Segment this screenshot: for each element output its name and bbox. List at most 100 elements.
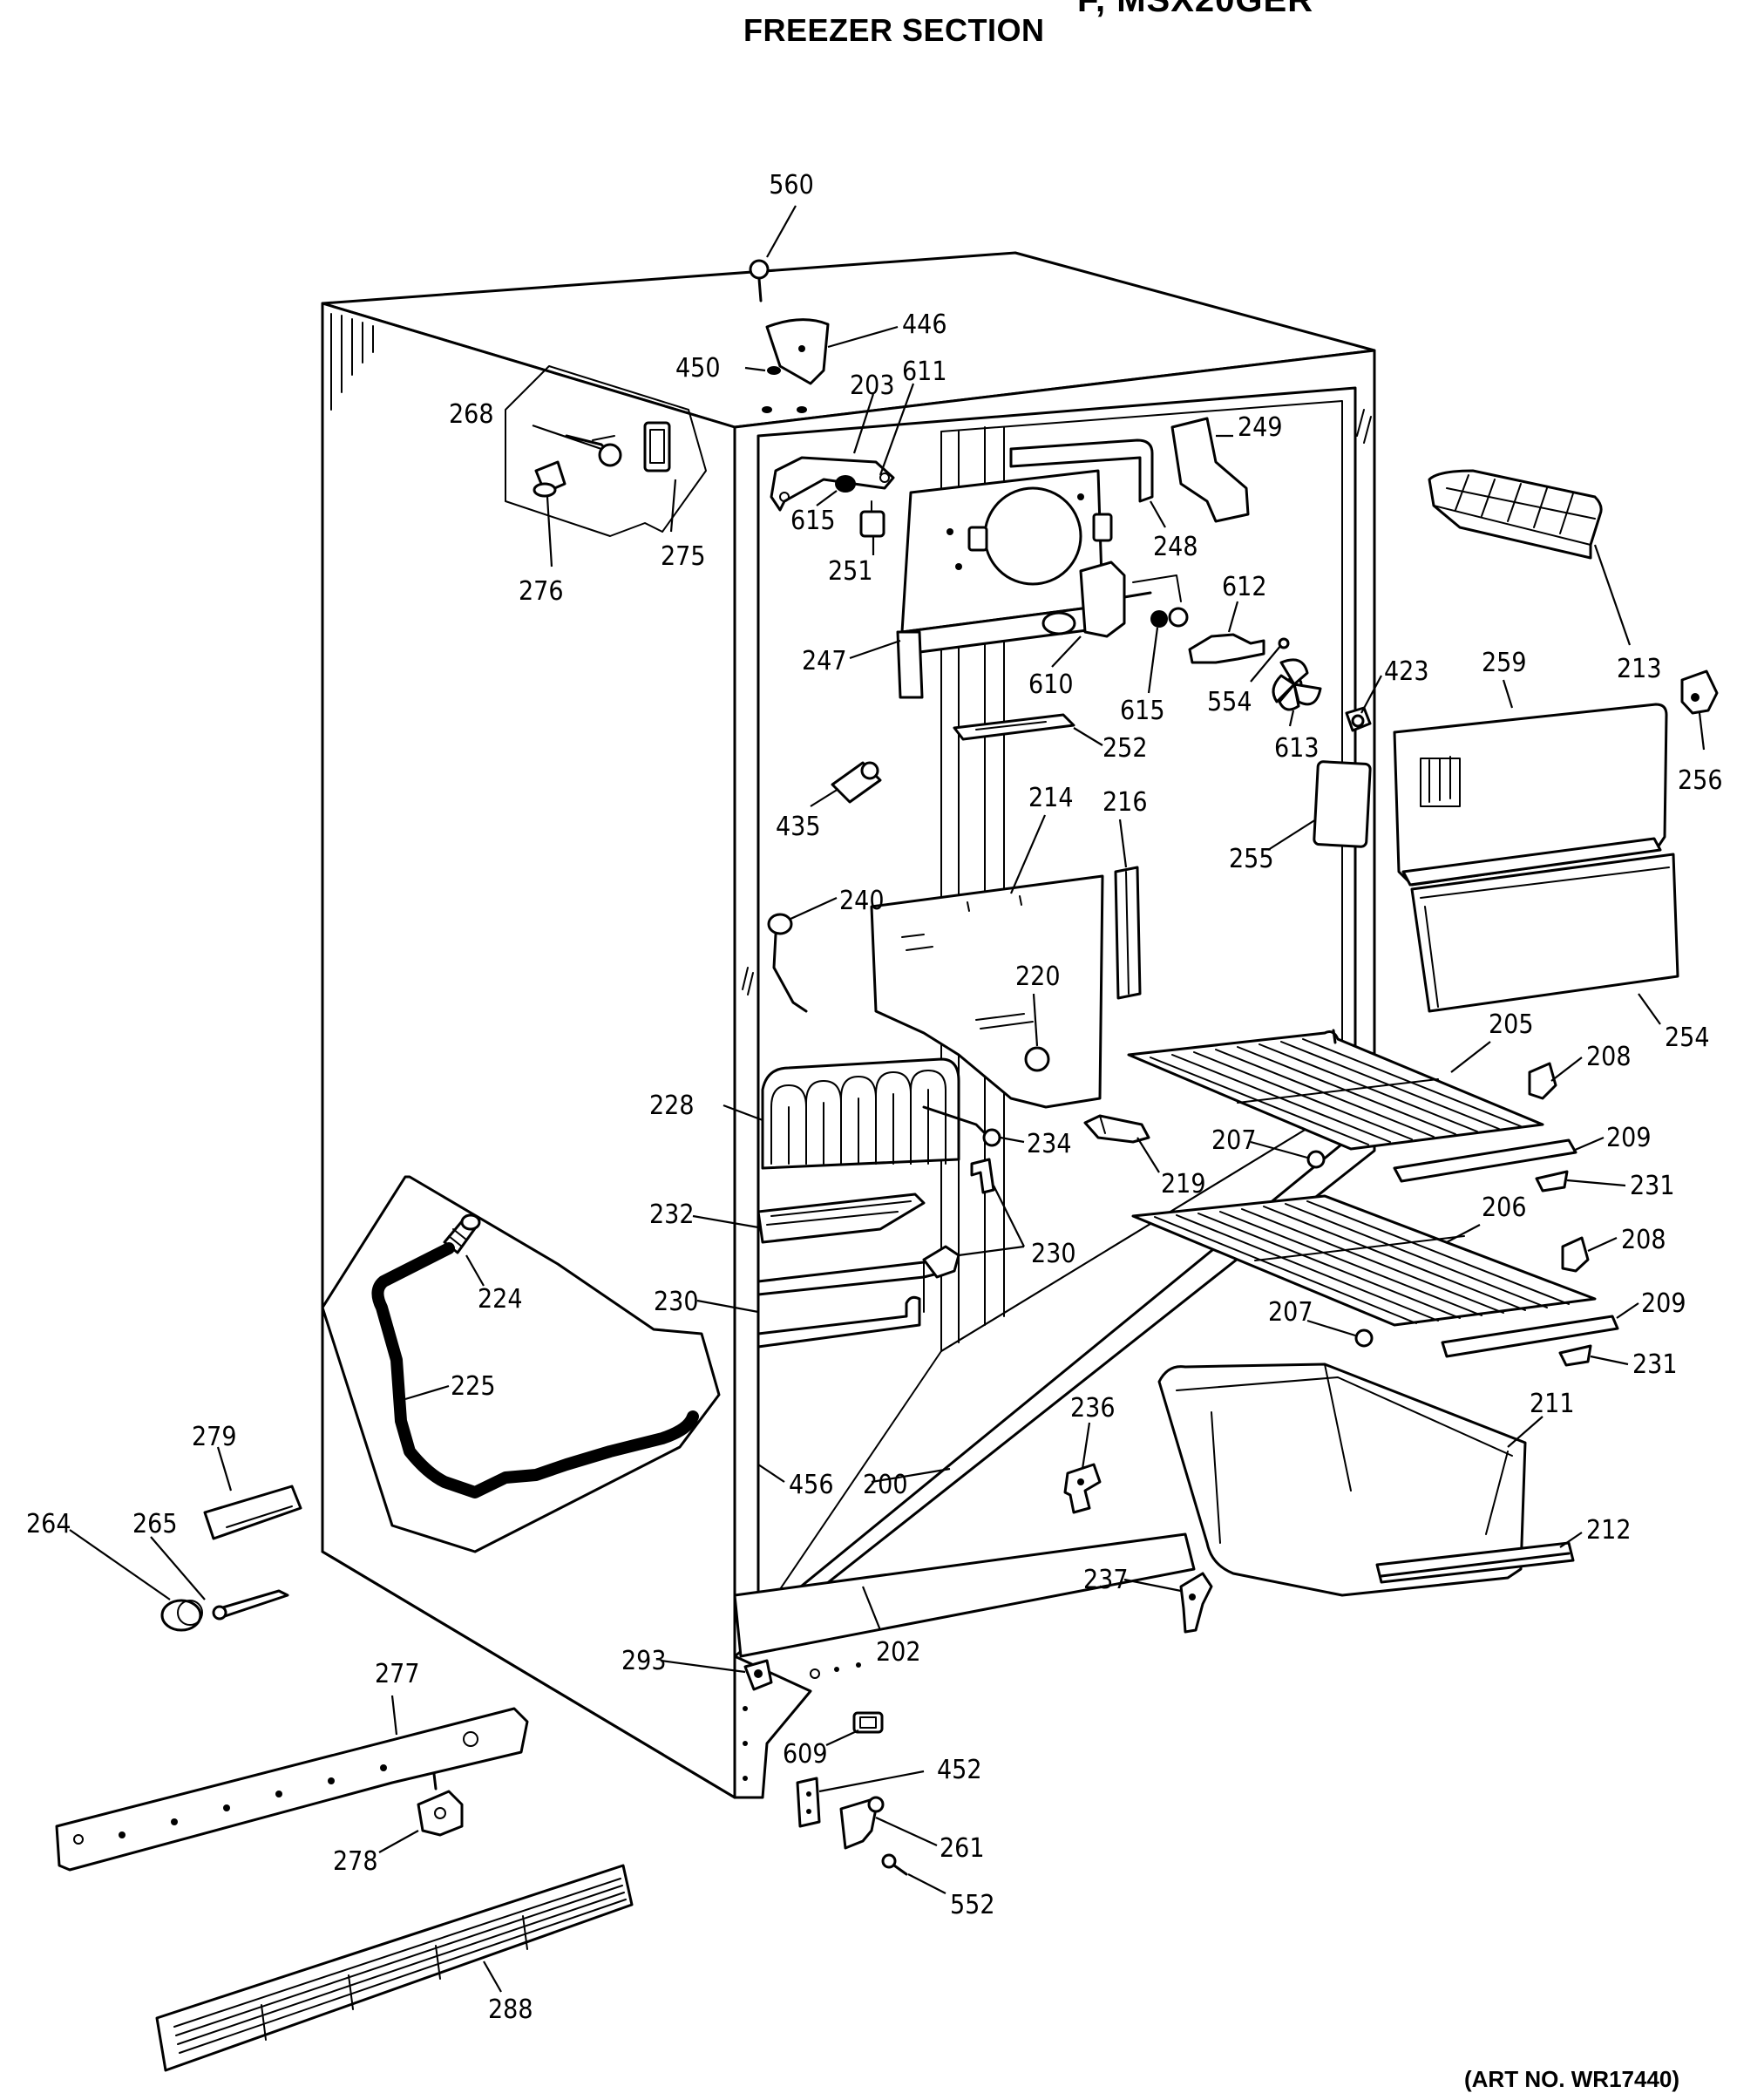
callout-452: 452 <box>937 1755 982 1785</box>
part-450-pin <box>767 366 781 375</box>
callout-231-upper: 231 <box>1630 1171 1675 1201</box>
callout-207-lower: 207 <box>1268 1297 1313 1328</box>
part-615-grommet-top <box>835 475 856 493</box>
part-237-hinge <box>1179 1572 1213 1634</box>
part-230-heater <box>756 1245 960 1349</box>
callout-611: 611 <box>902 357 947 387</box>
part-610-fan-motor <box>1079 561 1182 638</box>
callout-450: 450 <box>675 353 721 384</box>
part-615-grommet <box>1150 610 1168 628</box>
part-279-rail <box>203 1485 302 1540</box>
part-256-light-switch <box>1680 669 1719 715</box>
part-560-screw <box>749 259 770 302</box>
callout-228: 228 <box>649 1091 695 1121</box>
part-207-support-lower <box>1354 1329 1374 1348</box>
callout-552: 552 <box>950 1890 995 1920</box>
callout-612: 612 <box>1222 572 1267 602</box>
callout-610: 610 <box>1028 669 1074 700</box>
part-264-roller <box>160 1599 203 1632</box>
callout-230-lower: 230 <box>654 1287 699 1317</box>
callout-268: 268 <box>449 399 494 430</box>
callout-236: 236 <box>1070 1393 1116 1424</box>
callout-213: 213 <box>1617 654 1662 684</box>
breaker-strip <box>733 1532 1196 1658</box>
callout-278: 278 <box>333 1846 378 1877</box>
part-211-basket <box>1157 1362 1527 1597</box>
part-213-ice-tray <box>1428 469 1603 560</box>
callout-259: 259 <box>1482 648 1527 678</box>
callout-288: 288 <box>488 1994 533 2025</box>
part-278-leveler <box>417 1772 464 1837</box>
part-435-fitting <box>831 761 882 804</box>
part-261-hinge <box>839 1796 885 1850</box>
evaporator-assembly <box>756 1057 1001 1349</box>
callout-264: 264 <box>26 1509 71 1539</box>
model-header: F, MSX20GER <box>1077 0 1314 19</box>
callout-255: 255 <box>1229 844 1274 874</box>
callout-211: 211 <box>1530 1389 1575 1419</box>
callout-209-lower: 209 <box>1641 1288 1686 1319</box>
callout-234: 234 <box>1027 1129 1072 1159</box>
part-208-clip-upper <box>1528 1062 1557 1100</box>
part-613-fan-blade <box>1272 658 1322 711</box>
part-240-thermistor <box>767 913 808 1013</box>
top-parts <box>505 259 830 537</box>
callout-249: 249 <box>1238 412 1283 443</box>
callout-207-upper: 207 <box>1211 1125 1257 1156</box>
section-title: FREEZER SECTION <box>743 12 1045 48</box>
callout-613: 613 <box>1274 733 1320 764</box>
part-288-grille <box>155 1864 634 2072</box>
callout-219: 219 <box>1161 1169 1206 1199</box>
part-219-damper <box>1083 1114 1150 1144</box>
part-207-support-upper <box>1306 1150 1326 1169</box>
control-housing-outline <box>505 365 707 537</box>
part-275-switch <box>643 421 671 472</box>
callout-293: 293 <box>621 1646 667 1676</box>
callout-554: 554 <box>1207 687 1252 717</box>
callout-252: 252 <box>1102 733 1148 764</box>
front-lower-corner <box>733 1655 812 1799</box>
side-hatching <box>330 313 374 411</box>
part-209-trim-upper <box>1393 1138 1577 1183</box>
callout-251: 251 <box>828 556 873 587</box>
part-228-evaporator-coil <box>761 1057 960 1170</box>
callout-560: 560 <box>769 170 814 200</box>
part-232-drain-heater <box>756 1193 926 1244</box>
callout-237: 237 <box>1083 1565 1129 1595</box>
part-423-light-socket <box>1345 706 1372 732</box>
part-446-hinge <box>765 318 830 385</box>
part-293-roller <box>743 1659 773 1691</box>
callout-220: 220 <box>1015 962 1061 992</box>
callout-214: 214 <box>1028 783 1074 813</box>
back-wall-parts <box>767 417 1372 1109</box>
part-252-trough <box>953 713 1075 741</box>
part-255-lens <box>1313 760 1372 848</box>
part-234-defrost-sensor <box>922 1105 1001 1147</box>
callout-254: 254 <box>1665 1023 1710 1053</box>
leader-lines <box>69 205 1706 1993</box>
callout-276: 276 <box>519 576 564 607</box>
part-612-bracket <box>1188 633 1265 664</box>
part-268-thermostat <box>565 434 622 467</box>
part-212-handle <box>1375 1541 1575 1584</box>
callout-209-upper: 209 <box>1606 1123 1652 1153</box>
callout-435: 435 <box>776 812 821 842</box>
shelf-206 <box>1131 1194 1597 1327</box>
callout-456: 456 <box>789 1470 834 1500</box>
title-area: F, MSX20GER FREEZER SECTION <box>0 0 1764 61</box>
callout-labels: 560 446 450 203 611 268 249 275 615 276 … <box>26 170 1723 2025</box>
callout-279: 279 <box>192 1422 237 1452</box>
shelf-205 <box>1127 1029 1544 1151</box>
part-609-bracket <box>852 1711 884 1734</box>
callout-261: 261 <box>940 1833 985 1864</box>
part-216-channel <box>1114 866 1142 1000</box>
callout-208-lower: 208 <box>1621 1225 1666 1255</box>
art-number: (ART NO. WR17440) <box>1464 2066 1680 2092</box>
part-231-clip-lower <box>1558 1344 1592 1367</box>
part-552-screw <box>881 1853 908 1876</box>
part-276-knob <box>533 460 567 498</box>
callout-256: 256 <box>1678 765 1723 796</box>
part-209-trim-lower <box>1441 1315 1619 1358</box>
callout-277: 277 <box>375 1659 420 1689</box>
part-452-shim <box>796 1777 821 1828</box>
